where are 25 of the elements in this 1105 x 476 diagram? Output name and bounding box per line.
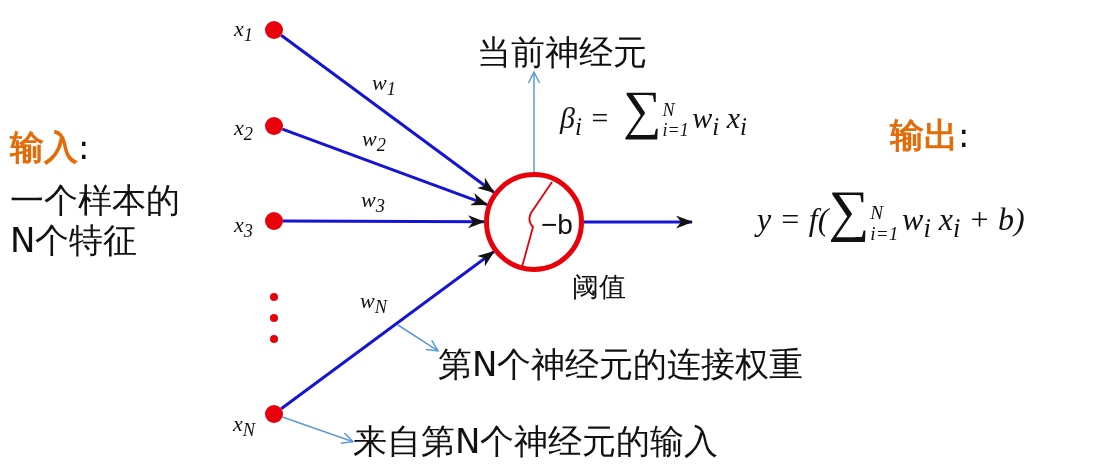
weight-label: w$_{1}$ <box>372 72 396 99</box>
input-label: x$_{2}$ <box>234 115 253 146</box>
arrow <box>281 416 354 445</box>
annotation-text: 来自第N个神经元的输入 <box>353 422 719 462</box>
threshold-label: 阈值 <box>572 271 626 303</box>
annotation-text: 第N个神经元的连接权重 <box>438 345 804 385</box>
arrow <box>283 215 485 229</box>
input-label: x$_{1}$ <box>234 16 253 47</box>
arrow <box>397 324 439 352</box>
section-heading: 输出: <box>890 116 970 156</box>
arrow <box>280 250 495 410</box>
weight-label: w$_{3}$ <box>361 189 385 216</box>
description-text: 一个样本的N个特征 <box>10 180 181 261</box>
arrow <box>280 34 495 194</box>
arrow <box>527 71 541 173</box>
input-label: x$_{3}$ <box>234 212 253 243</box>
annotation-text: 当前神经元 <box>477 33 647 73</box>
weight-label: w$_{2}$ <box>362 128 386 155</box>
input-label: x$_{N}$ <box>233 411 255 442</box>
weight-label: w$_{N}$ <box>360 290 387 317</box>
arrow <box>281 127 489 207</box>
formula: β$_{i}$ = ∑$_{i=1}$$^{N}$w$_{i}$ x$_{i}$ <box>560 79 748 143</box>
arrow <box>584 215 693 229</box>
bias-label: −b <box>541 209 573 242</box>
section-heading: 输入: <box>10 128 90 168</box>
